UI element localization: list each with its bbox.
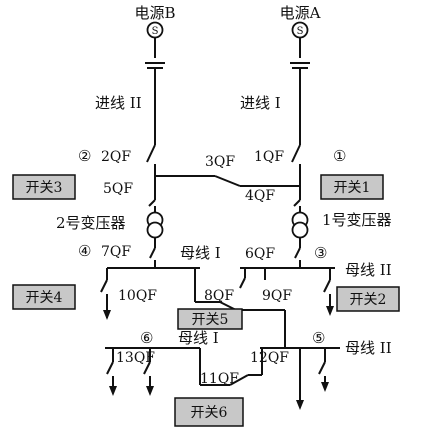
source-b-label: 电源B xyxy=(134,4,175,22)
breaker-6qf-label: 6QF xyxy=(245,246,275,262)
transformer-1-label: 1号变压器 xyxy=(322,211,392,229)
svg-text:开关4: 开关4 xyxy=(26,290,63,306)
switch-6-box[interactable]: 开关6 xyxy=(174,397,244,427)
breaker-7qf-label: 7QF xyxy=(101,244,131,260)
breaker-11qf-label: 11QF xyxy=(200,371,239,387)
breaker-2qf-label: 2QF xyxy=(101,149,131,165)
circle-5-label: ⑤ xyxy=(312,329,325,347)
source-a-label: 电源A xyxy=(280,4,321,22)
breaker-9qf-label: 9QF xyxy=(262,288,292,304)
svg-text:开关1: 开关1 xyxy=(334,180,371,196)
upper-bus-i-label: 母线 I xyxy=(180,244,221,262)
breaker-4qf-label: 4QF xyxy=(245,188,275,204)
power-source-a-icon: S xyxy=(291,21,309,39)
breaker-1qf-label: 1QF xyxy=(254,149,284,165)
power-source-b-icon: S xyxy=(146,21,164,39)
svg-text:开关5: 开关5 xyxy=(192,312,229,328)
breaker-12qf-label: 12QF xyxy=(250,350,289,366)
switch-1-box[interactable]: 开关1 xyxy=(320,174,384,200)
lower-bus-ii-label: 母线 II xyxy=(345,339,392,357)
feeder-b-line xyxy=(145,38,300,213)
incoming-line-i-label: 进线 I xyxy=(240,94,281,112)
switch-4-box[interactable]: 开关4 xyxy=(12,284,76,310)
circle-3-label: ③ xyxy=(314,244,327,262)
breaker-10qf-label: 10QF xyxy=(118,288,157,304)
breaker-3qf-label: 3QF xyxy=(205,154,235,170)
feeder-a-line xyxy=(290,38,310,213)
incoming-line-ii-label: 进线 II xyxy=(95,94,142,112)
transformer-1-icon xyxy=(291,211,309,239)
breaker-5qf-label: 5QF xyxy=(103,181,133,197)
breaker-8qf-label: 8QF xyxy=(204,288,234,304)
switch-3-box[interactable]: 开关3 xyxy=(12,174,76,200)
svg-text:S: S xyxy=(297,26,304,37)
svg-text:开关6: 开关6 xyxy=(191,405,228,421)
transformer-2-label: 2号变压器 xyxy=(56,214,126,232)
switch-2-box[interactable]: 开关2 xyxy=(336,286,400,312)
svg-text:开关2: 开关2 xyxy=(350,292,387,308)
circle-6-label: ⑥ xyxy=(140,329,153,347)
switch-5-box[interactable]: 开关5 xyxy=(177,308,243,330)
svg-text:开关3: 开关3 xyxy=(26,180,63,196)
circle-2-label: ② xyxy=(78,147,91,165)
upper-bus-ii-label: 母线 II xyxy=(345,261,392,279)
breaker-13qf-label: 13QF xyxy=(116,350,155,366)
svg-text:S: S xyxy=(152,26,159,37)
transformer-2-icon xyxy=(146,211,164,239)
circle-1-label: ① xyxy=(333,147,346,165)
lower-bus-i-label: 母线 I xyxy=(178,329,219,347)
circle-4-label: ④ xyxy=(78,242,91,260)
